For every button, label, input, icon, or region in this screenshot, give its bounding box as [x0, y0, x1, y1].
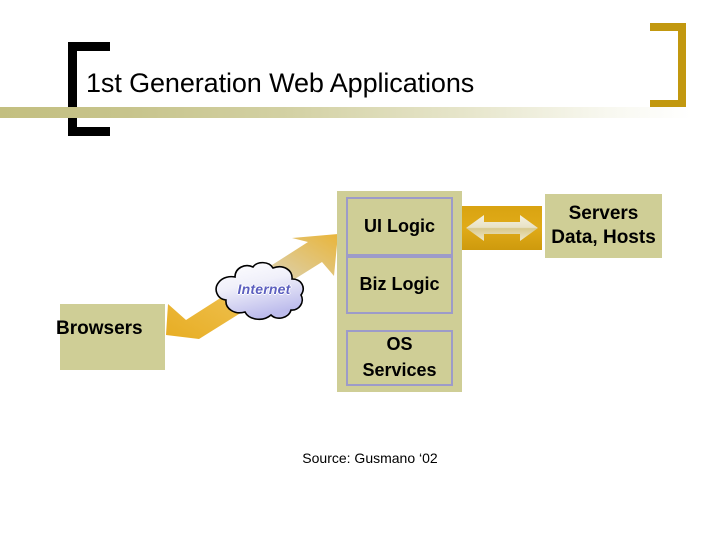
title-bracket-left-icon — [68, 42, 110, 136]
backend-servers-label-line1: Servers — [568, 203, 639, 224]
server-stack-box — [337, 191, 462, 392]
server-layer-os-services-line1: OS — [386, 334, 413, 354]
browsers-label: Browsers — [56, 318, 143, 339]
title-bracket-right-icon — [650, 23, 686, 108]
backend-servers-label-line2: Data, Hosts — [551, 227, 656, 248]
title-divider-rule — [0, 107, 692, 118]
double-headed-horizontal-arrow-icon — [462, 206, 542, 250]
server-layer-ui-logic — [346, 197, 453, 256]
cloud-icon — [205, 261, 317, 323]
server-layer-os-services — [346, 330, 453, 386]
server-layer-biz-logic-label: Biz Logic — [359, 274, 440, 294]
server-layer-os-services-label: OS Services — [340, 331, 459, 383]
browsers-box — [60, 304, 165, 370]
source-attribution: Source: Gusmano ‘02 — [302, 450, 438, 466]
server-layer-os-services-line2: Services — [362, 360, 437, 380]
page-title: 1st Generation Web Applications — [86, 68, 475, 98]
server-layer-ui-logic-label: UI Logic — [364, 216, 435, 236]
internet-label: Internet — [237, 281, 291, 297]
backend-servers-box — [545, 194, 662, 258]
server-layer-biz-logic — [346, 256, 453, 314]
